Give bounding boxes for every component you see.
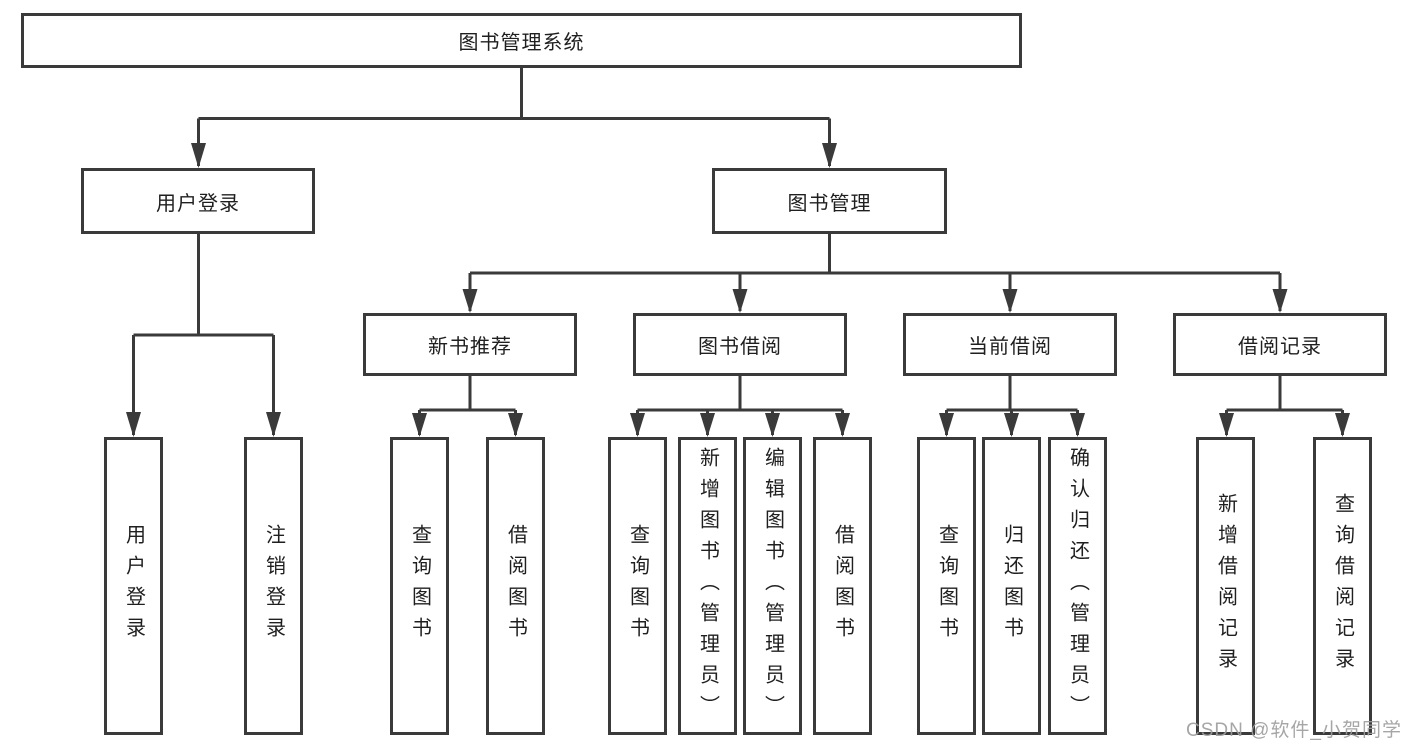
node-borrow-records: 借阅记录 [1173, 313, 1387, 376]
node-user-login: 用户登录 [81, 168, 315, 234]
node-logout: 注销登录 [244, 437, 303, 735]
node-label: 归还图书 [1000, 524, 1023, 648]
node-label: 用户登录 [122, 524, 145, 648]
node-bb-add-books-admin: 新增图书（管理员） [678, 437, 737, 735]
node-label: 借阅图书 [831, 524, 854, 648]
node-cb-return-books: 归还图书 [982, 437, 1041, 735]
node-label: 编辑图书（管理员） [761, 446, 784, 726]
node-label: 新增图书（管理员） [696, 446, 719, 726]
node-current-borrow: 当前借阅 [903, 313, 1117, 376]
node-book-borrow: 图书借阅 [633, 313, 847, 376]
arrowheads [126, 143, 1350, 437]
node-br-add-record: 新增借阅记录 [1196, 437, 1255, 735]
node-bb-query-books: 查询图书 [608, 437, 667, 735]
node-book-management: 图书管理 [712, 168, 947, 234]
node-nb-query-books: 查询图书 [390, 437, 449, 735]
node-label: 查询图书 [408, 524, 431, 648]
node-label: 确认归还（管理员） [1066, 446, 1089, 726]
node-label: 图书管理 [787, 192, 872, 215]
node-cb-confirm-return-admin: 确认归还（管理员） [1048, 437, 1107, 735]
node-label: 图书管理系统 [458, 32, 585, 54]
node-bb-edit-books-admin: 编辑图书（管理员） [743, 437, 802, 735]
node-label: 查询图书 [935, 524, 958, 648]
node-label: 借阅记录 [1238, 336, 1322, 358]
node-label: 用户登录 [156, 192, 240, 215]
node-bb-borrow-books: 借阅图书 [813, 437, 872, 735]
node-br-query-record: 查询借阅记录 [1313, 437, 1372, 735]
node-cb-query-books: 查询图书 [917, 437, 976, 735]
node-label: 新增借阅记录 [1214, 493, 1237, 679]
csdn-watermark: CSDN @软件_小贺同学 [1186, 720, 1402, 741]
node-label: 图书借阅 [698, 336, 782, 358]
node-nb-borrow-books: 借阅图书 [486, 437, 545, 735]
node-new-book-recommend: 新书推荐 [363, 313, 577, 376]
node-label: 借阅图书 [504, 524, 527, 648]
node-label: 当前借阅 [968, 336, 1052, 358]
node-label: 查询借阅记录 [1331, 493, 1354, 679]
node-library-management-system: 图书管理系统 [21, 13, 1022, 68]
node-label: 注销登录 [262, 524, 285, 648]
node-label: 新书推荐 [428, 336, 512, 358]
node-label: 查询图书 [626, 524, 649, 648]
node-user-login-leaf: 用户登录 [104, 437, 163, 735]
